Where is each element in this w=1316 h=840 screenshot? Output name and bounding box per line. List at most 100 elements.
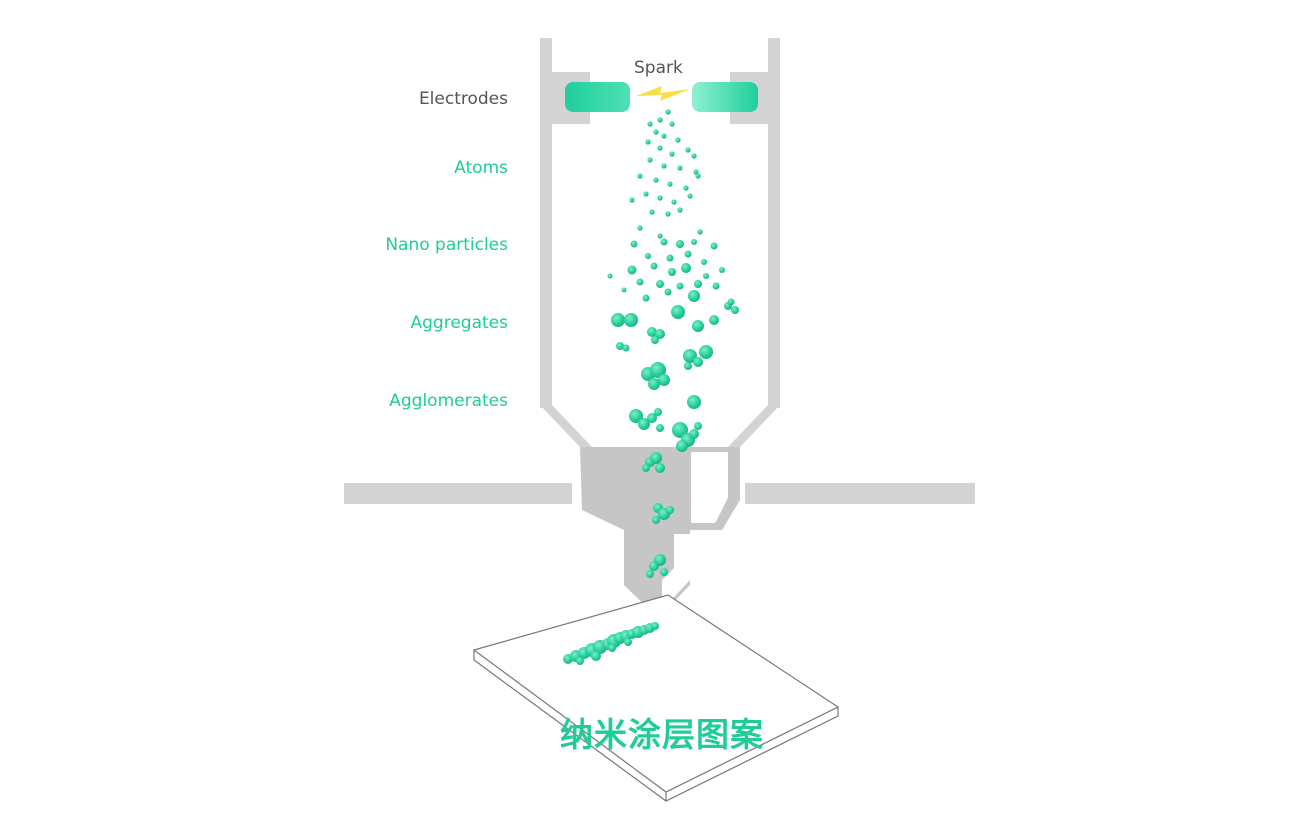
support-plate-right (745, 483, 975, 504)
particle (692, 320, 704, 332)
particle (656, 280, 664, 288)
particle (668, 268, 676, 276)
caption-nano-coating-pattern: 纳米涂层图案 (560, 715, 764, 754)
particle (664, 288, 672, 296)
particle (667, 181, 673, 187)
particle (629, 197, 635, 203)
particle (671, 199, 677, 205)
particle (669, 121, 675, 127)
support-plate-left (344, 483, 572, 504)
particle (636, 278, 644, 286)
particle (709, 315, 719, 325)
particle (693, 169, 699, 175)
particle (699, 345, 713, 359)
particle (676, 440, 688, 452)
particle (650, 262, 658, 270)
particle (630, 240, 638, 248)
particle (627, 265, 637, 275)
particle (657, 117, 663, 123)
particle (672, 422, 688, 438)
particle (712, 282, 720, 290)
particle-cloud (563, 109, 739, 665)
electrode-left (565, 82, 630, 112)
particle (637, 225, 643, 231)
particle (657, 145, 663, 151)
particle (576, 657, 584, 665)
particle (666, 254, 674, 262)
particle (660, 568, 668, 576)
particle (645, 139, 651, 145)
funnel-right-wall (728, 405, 780, 447)
particle (629, 409, 643, 423)
particle (647, 121, 653, 127)
particle (654, 554, 666, 566)
particle (649, 209, 655, 215)
particle (650, 362, 666, 378)
particle (616, 342, 624, 350)
particle (647, 413, 657, 423)
particle (624, 313, 638, 327)
particle (661, 163, 667, 169)
nozzle-window-lower (662, 534, 690, 610)
chamber-right-wall (768, 38, 780, 408)
particle (638, 418, 650, 430)
particle (677, 207, 683, 213)
nozzle-window-upper (689, 450, 730, 525)
particle (681, 263, 691, 273)
particle (658, 374, 670, 386)
particle (665, 109, 671, 115)
particle (683, 185, 689, 191)
particle (695, 173, 701, 179)
particle (684, 362, 692, 370)
particle (684, 250, 692, 258)
particle (607, 273, 613, 279)
particle (653, 129, 659, 135)
electrode-right (692, 82, 758, 112)
particle (691, 153, 697, 159)
particle (611, 313, 625, 327)
particle (660, 238, 668, 246)
particle (719, 267, 725, 273)
particle (731, 306, 739, 314)
particle (621, 287, 627, 293)
particle (656, 424, 664, 432)
particle (701, 259, 707, 265)
particle (642, 294, 650, 302)
particle (697, 229, 703, 235)
particle (657, 233, 663, 239)
label-agglomerates: Agglomerates (389, 391, 508, 411)
particle (651, 336, 659, 344)
particle (688, 290, 700, 302)
particle (687, 193, 693, 199)
particle (624, 638, 632, 646)
particle (691, 239, 697, 245)
particle (669, 151, 675, 157)
particle (689, 429, 699, 439)
particle (703, 273, 709, 279)
label-nano-particles: Nano particles (385, 235, 508, 255)
label-atoms: Atoms (454, 158, 508, 178)
particle (661, 133, 667, 139)
particle (647, 327, 657, 337)
particle (694, 422, 702, 430)
particle (655, 463, 665, 473)
particle (655, 329, 665, 339)
particle (654, 408, 662, 416)
funnel-left-wall (540, 405, 592, 447)
particle (675, 137, 681, 143)
particle (665, 211, 671, 217)
particle (608, 644, 616, 652)
particle (622, 344, 630, 352)
particle (657, 195, 663, 201)
spark-bolt-icon (636, 86, 690, 101)
label-spark: Spark (634, 58, 683, 78)
particle (642, 464, 650, 472)
particle (694, 280, 702, 288)
particle (637, 173, 643, 179)
particle (652, 516, 660, 524)
particle (646, 570, 654, 578)
particle (645, 253, 651, 259)
particle (677, 165, 683, 171)
